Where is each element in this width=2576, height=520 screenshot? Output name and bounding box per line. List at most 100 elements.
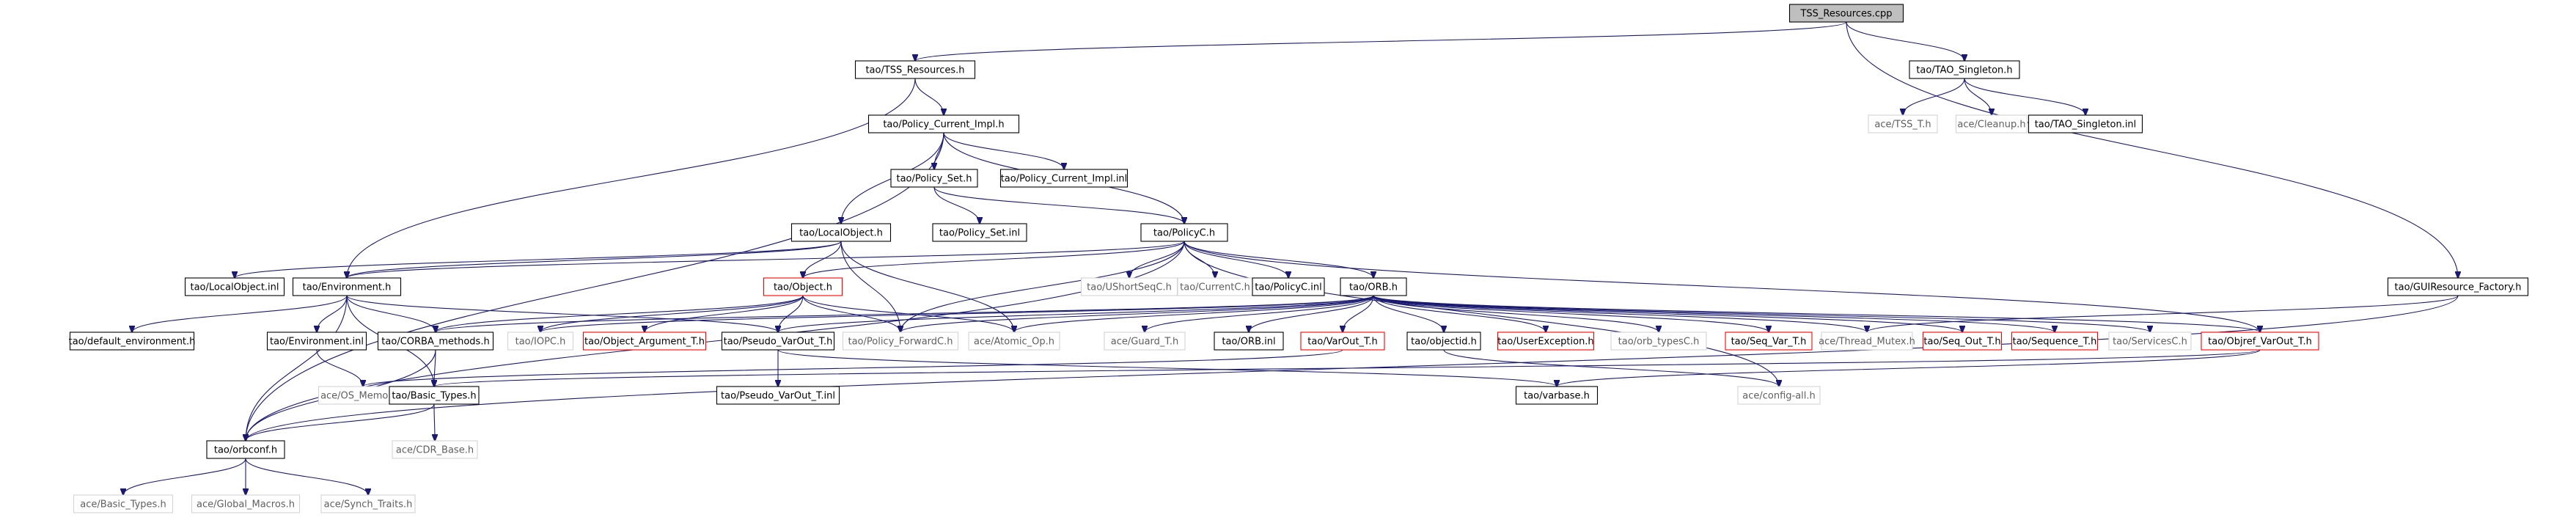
node-tao-orb-inl[interactable]: tao/ORB.inl	[1214, 332, 1284, 351]
node-tao-orb-h[interactable]: tao/ORB.h	[1340, 277, 1407, 296]
node-box	[184, 277, 285, 296]
node-box	[1080, 277, 1178, 296]
edge	[1867, 295, 2459, 332]
node-box	[932, 223, 1027, 242]
node-tao-default-environment-h[interactable]: tao/default_environment.h	[69, 332, 196, 351]
node-box	[1177, 277, 1253, 296]
node-tao-seq-var-t-h[interactable]: tao/Seq_Var_T.h	[1725, 332, 1813, 351]
node-tao-policy-set-inl[interactable]: tao/Policy_Set.inl	[932, 223, 1027, 242]
node-label: tao/Object.h	[774, 282, 832, 293]
node-label: tao/PolicyC.h	[1153, 228, 1215, 239]
node-tao-object-h[interactable]: tao/Object.h	[763, 277, 843, 296]
node-box	[1252, 277, 1325, 296]
node-ace-guard-t-h: ace/Guard_T.h	[1104, 332, 1186, 351]
node-ace-thread-mutex-h: ace/Thread_Mutex.h	[1819, 332, 1915, 351]
edge	[132, 295, 348, 332]
edge	[347, 241, 1185, 278]
node-box	[1788, 4, 1904, 23]
node-label: ace/config-all.h	[1742, 391, 1816, 402]
node-label: ace/Atomic_Op.h	[974, 337, 1054, 348]
node-ace-global-macros-h: ace/Global_Macros.h	[191, 494, 301, 513]
node-tao-objectid-h[interactable]: tao/objectid.h	[1406, 332, 1481, 351]
node-tao-tao-singleton-h[interactable]: tao/TAO_Singleton.h	[1909, 60, 2020, 79]
node-tao-tao-singleton-inl[interactable]: tao/TAO_Singleton.inl	[2028, 114, 2143, 133]
edge	[1373, 295, 2055, 332]
edge	[1145, 295, 1374, 332]
edge	[1964, 78, 2085, 115]
node-tss-resources-cpp[interactable]: TSS_Resources.cpp	[1788, 4, 1904, 23]
node-label: tao/Environment.h	[303, 282, 392, 293]
edge	[1343, 295, 1374, 332]
edge	[1184, 241, 1373, 278]
edge	[434, 403, 435, 441]
node-box	[2201, 332, 2319, 351]
node-box	[763, 277, 843, 296]
node-box	[292, 277, 402, 296]
node-label: tao/orb_typesC.h	[1618, 337, 1700, 348]
node-tao-basic-types-h[interactable]: tao/Basic_Types.h	[389, 386, 480, 405]
node-label: tao/CurrentC.h	[1180, 282, 1250, 293]
edge	[933, 186, 980, 224]
node-tao-guiresource-factory-h[interactable]: tao/GUIResource_Factory.h	[2387, 277, 2529, 296]
node-box	[1300, 332, 1385, 351]
edge	[1443, 349, 1779, 387]
edge	[434, 349, 2261, 387]
node-tao-environment-inl[interactable]: tao/Environment.inl	[266, 332, 367, 351]
node-tao-localobject-inl[interactable]: tao/LocalObject.inl	[184, 277, 285, 296]
node-tao-policyc-h[interactable]: tao/PolicyC.h	[1140, 223, 1228, 242]
node-tao-objref-varout-t-h[interactable]: tao/Objref_VarOut_T.h	[2201, 332, 2319, 351]
edge	[1373, 295, 1659, 332]
node-label: tao/Seq_Var_T.h	[1731, 337, 1807, 348]
node-tao-seq-out-t-h[interactable]: tao/Seq_Out_T.h	[1922, 332, 2003, 351]
node-label: ace/Basic_Types.h	[80, 499, 166, 510]
edge	[900, 295, 1374, 332]
node-label: tao/objectid.h	[1411, 337, 1477, 348]
node-tao-policy-set-h[interactable]: tao/Policy_Set.h	[890, 169, 978, 188]
node-box	[2108, 332, 2192, 351]
node-label: tao/Basic_Types.h	[392, 391, 476, 402]
edge	[914, 78, 944, 115]
node-tao-varout-t-h[interactable]: tao/VarOut_T.h	[1300, 332, 1385, 351]
node-tao-corba-methods-h[interactable]: tao/CORBA_methods.h	[377, 332, 494, 351]
node-label: tao/varbase.h	[1524, 391, 1590, 402]
node-tao-varbase-h[interactable]: tao/varbase.h	[1515, 386, 1599, 405]
node-tao-object-argument-t-h[interactable]: tao/Object_Argument_T.h	[582, 332, 707, 351]
node-label: tao/default_environment.h	[69, 337, 196, 348]
node-tao-policy-current-impl-h[interactable]: tao/Policy_Current_Impl.h	[867, 114, 1020, 133]
node-tao-pseudo-varout-t-h[interactable]: tao/Pseudo_VarOut_T.h	[721, 332, 835, 351]
edge	[1373, 295, 1769, 332]
node-label: tao/Sequence_T.h	[2013, 337, 2097, 348]
edge	[915, 21, 1847, 61]
edge	[246, 295, 348, 441]
node-label: ace/CDR_Base.h	[396, 445, 474, 456]
node-label: tao/Policy_Current_Impl.h	[883, 120, 1004, 131]
node-tao-localobject-h[interactable]: tao/LocalObject.h	[790, 223, 892, 242]
node-label: tao/orbconf.h	[214, 445, 277, 456]
node-tao-userexception-h[interactable]: tao/UserException.h	[1497, 332, 1595, 351]
node-tao-policyc-inl[interactable]: tao/PolicyC.inl	[1252, 277, 1325, 296]
edge	[317, 295, 348, 332]
node-label: ace/Global_Macros.h	[197, 499, 295, 510]
node-label: tao/ORB.inl	[1222, 337, 1275, 348]
node-label: tao/TAO_Singleton.h	[1916, 65, 2012, 76]
edge	[436, 295, 804, 332]
node-tao-servicesc-h: tao/ServicesC.h	[2108, 332, 2192, 351]
node-tao-pseudo-varout-t-inl[interactable]: tao/Pseudo_VarOut_T.inl	[716, 386, 840, 405]
node-label: TSS_Resources.cpp	[1799, 9, 1892, 20]
node-label: tao/TAO_Singleton.inl	[2035, 120, 2137, 131]
node-tao-tss-resources-h[interactable]: tao/TSS_Resources.h	[854, 60, 976, 79]
node-box	[968, 332, 1060, 351]
edge	[1373, 295, 1444, 332]
node-label: tao/LocalObject.inl	[190, 282, 279, 293]
edge	[436, 295, 1374, 332]
edge	[1373, 295, 2150, 332]
node-tao-orbconf-h[interactable]: tao/orbconf.h	[206, 440, 285, 459]
node-box	[191, 494, 301, 513]
node-label: tao/Policy_Set.inl	[939, 228, 1020, 239]
node-tao-environment-h[interactable]: tao/Environment.h	[292, 277, 402, 296]
node-tao-policy-current-impl-inl[interactable]: tao/Policy_Current_Impl.inl	[999, 169, 1129, 188]
edge	[246, 132, 944, 441]
node-tao-sequence-t-h[interactable]: tao/Sequence_T.h	[2011, 332, 2099, 351]
edge	[1249, 295, 1374, 332]
node-tao-orb-typesc-h: tao/orb_typesC.h	[1610, 332, 1707, 351]
